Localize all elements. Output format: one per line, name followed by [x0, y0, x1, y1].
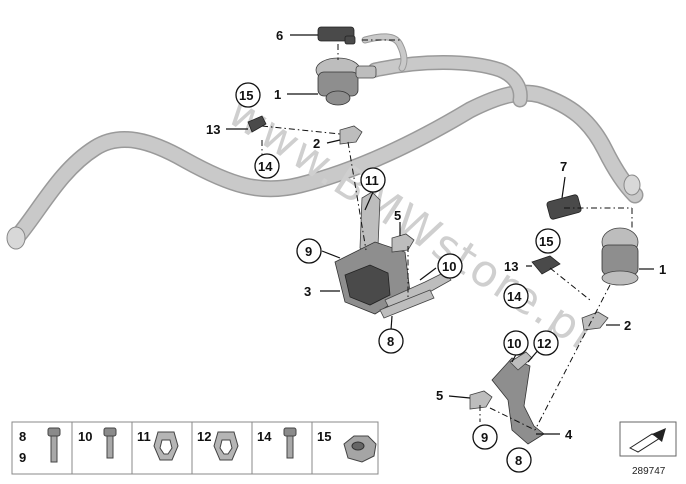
bolt-icon [47, 427, 61, 463]
legend-label: 8 [19, 429, 26, 444]
callout-10-mid: 10 [442, 259, 456, 274]
pressure-sensor-right-icon[interactable] [546, 194, 582, 220]
legend-label: 14 [257, 429, 272, 444]
callout-12-low: 12 [537, 336, 551, 351]
callout-10-low: 10 [507, 336, 521, 351]
legend-label: 10 [78, 429, 92, 444]
callout-2-top: 2 [313, 136, 320, 151]
nut-icon [343, 435, 377, 463]
gasket-low-icon[interactable] [469, 390, 493, 410]
gasket-top-icon[interactable] [339, 125, 363, 145]
bolt-icon [283, 427, 297, 459]
hose-assembly [6, 33, 644, 250]
callout-14-right: 14 [507, 289, 522, 304]
callout-14-top: 14 [258, 159, 273, 174]
arrow-wedge-icon [628, 428, 666, 453]
callout-5-mid: 5 [394, 208, 401, 223]
callout-8-low: 8 [515, 453, 522, 468]
callout-15-right: 15 [539, 234, 553, 249]
bolt-icon [103, 427, 117, 459]
callout-13-top: 13 [206, 122, 220, 137]
legend-label: 11 [137, 429, 151, 444]
callout-13-right: 13 [504, 259, 518, 274]
right-valve-group [531, 194, 639, 331]
callout-7-right: 7 [560, 159, 567, 174]
callout-9-low: 9 [481, 430, 488, 445]
callout-5-low: 5 [436, 388, 443, 403]
lower-bracket-group [469, 351, 545, 445]
callout-1-right: 1 [659, 262, 666, 277]
bracket-low-icon[interactable] [491, 357, 545, 445]
callouts: 6 1 15 13 2 14 11 5 9 10 3 8 7 15 1 13 1… [206, 28, 666, 473]
callout-8-mid: 8 [387, 334, 394, 349]
middle-bracket-group [334, 191, 452, 319]
callout-11-mid: 11 [365, 173, 379, 188]
top-valve-group [247, 26, 377, 145]
reference-number: 289747 [632, 466, 666, 477]
legend-cell[interactable] [251, 421, 313, 475]
centre-lines [261, 39, 633, 431]
callout-9-mid: 9 [305, 244, 312, 259]
clip-icon [153, 431, 179, 461]
clip-icon [213, 431, 239, 461]
callout-1-top: 1 [274, 87, 281, 102]
legend-strip: 8 9 10 11 12 14 15 [11, 421, 379, 475]
callout-15-top: 15 [239, 88, 253, 103]
corner-reference: 289747 [619, 421, 677, 477]
callout-6: 6 [276, 28, 283, 43]
callout-4-low: 4 [565, 427, 573, 442]
callout-3-mid: 3 [304, 284, 311, 299]
legend-label: 9 [19, 450, 26, 465]
callout-2-right: 2 [624, 318, 631, 333]
legend-cell[interactable] [11, 421, 73, 475]
seal-right-icon[interactable] [531, 255, 561, 275]
seal-top-icon[interactable] [247, 115, 267, 133]
legend-label: 15 [317, 429, 331, 444]
legend-label: 12 [197, 429, 211, 444]
